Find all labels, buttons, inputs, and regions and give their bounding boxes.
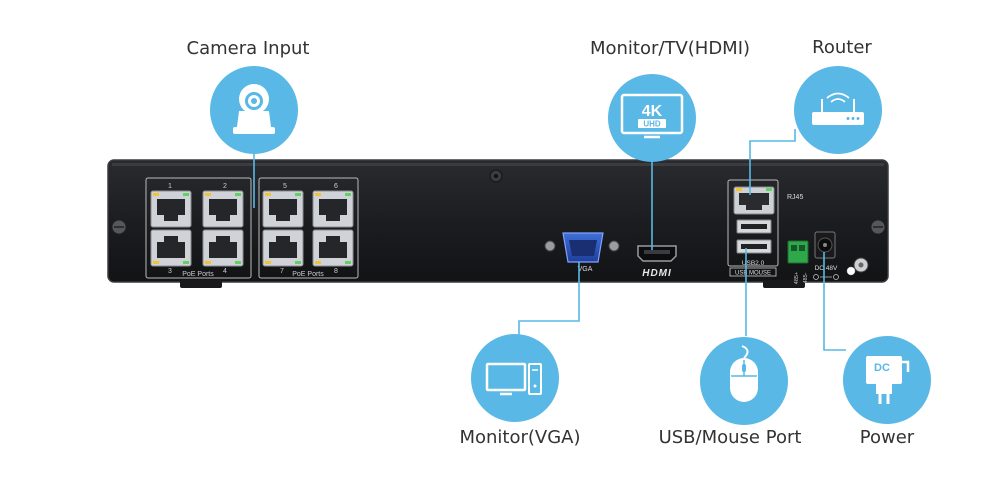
- poe-rj45-jack: [150, 190, 192, 228]
- power-callout: DC: [843, 336, 931, 424]
- vga-port: VGA: [544, 232, 620, 273]
- dc-power-jack: DC 48V: [813, 231, 839, 280]
- rj45-lan-port: [733, 186, 775, 215]
- router-callout: [794, 66, 882, 154]
- usb-port: [736, 239, 772, 254]
- ground-symbol: [846, 266, 856, 276]
- chassis-foot: [763, 280, 805, 288]
- poe-port-number: 7: [280, 268, 284, 275]
- monitor-hdmi-label: Monitor/TV(HDMI): [589, 38, 751, 59]
- camera-input-callout: [210, 66, 298, 154]
- connector-router: [749, 129, 796, 195]
- vga-port-label: VGA: [578, 266, 593, 273]
- poe-port-block-left: 1 2 3 4 PoE Ports: [145, 177, 252, 279]
- monitor-vga-callout: [471, 334, 559, 422]
- poe-port-block-right: 5 6 7 8 PoE Ports: [258, 177, 359, 279]
- power-label: Power: [859, 427, 915, 448]
- connector-power: [823, 252, 846, 351]
- usb-port: [736, 219, 772, 234]
- poe-ports-label: PoE Ports: [182, 271, 214, 278]
- poe-port-number: 5: [283, 183, 287, 190]
- dc-adapter-icon: DC: [866, 356, 910, 404]
- rs485-minus-label: 485-: [803, 272, 809, 283]
- usb-mouse-label: USB MOUSE: [735, 271, 771, 277]
- poe-port-number: 3: [168, 268, 172, 275]
- chassis-foot: [180, 280, 222, 288]
- icon-uhd-text: UHD: [643, 120, 661, 129]
- poe-rj45-jack: [150, 229, 192, 267]
- poe-rj45-jack: [312, 229, 354, 267]
- camera-input-label: Camera Input: [186, 38, 310, 59]
- rj45-label: RJ45: [787, 194, 803, 201]
- poe-rj45-jack: [202, 190, 244, 228]
- connector-vga: [518, 262, 580, 336]
- rs485-plus-label: 485+: [794, 272, 800, 284]
- poe-port-number: 4: [223, 268, 227, 275]
- dc-input-label: DC 48V: [815, 265, 838, 272]
- connector-lines: [253, 129, 846, 351]
- desktop-computer-icon: [485, 362, 542, 396]
- poe-port-number: 1: [168, 183, 172, 190]
- poe-port-number: 6: [334, 183, 338, 190]
- rs485-terminal: 485+ 485-: [787, 240, 809, 284]
- icon-4k-text: 4K: [642, 103, 663, 120]
- hdmi-port-label: HDMI: [642, 268, 672, 279]
- usb-label: USB2.0: [742, 260, 765, 267]
- usb-mouse-callout: [700, 337, 788, 425]
- 4k-uhd-monitor-icon: 4K UHD: [620, 93, 684, 139]
- icon-dc-text: DC: [874, 362, 890, 374]
- usb-mouse-label: USB/Mouse Port: [658, 427, 802, 448]
- poe-rj45-jack: [312, 190, 354, 228]
- dome-camera-icon: [233, 84, 275, 134]
- hdmi-port: HDMI: [637, 245, 677, 279]
- monitor-hdmi-callout: 4K UHD: [608, 74, 696, 162]
- poe-ports-label: PoE Ports: [292, 271, 324, 278]
- poe-port-number: 2: [223, 183, 227, 190]
- poe-rj45-jack: [262, 190, 304, 228]
- router-label: Router: [812, 37, 872, 58]
- rj45-usb-block: RJ45 USB2.0 USB MOUSE: [727, 179, 803, 277]
- mouse-icon: [730, 345, 758, 402]
- poe-rj45-jack: [202, 229, 244, 267]
- poe-port-number: 8: [334, 268, 338, 275]
- router-icon: [812, 92, 864, 125]
- monitor-vga-label: Monitor(VGA): [459, 427, 581, 448]
- poe-rj45-jack: [262, 229, 304, 267]
